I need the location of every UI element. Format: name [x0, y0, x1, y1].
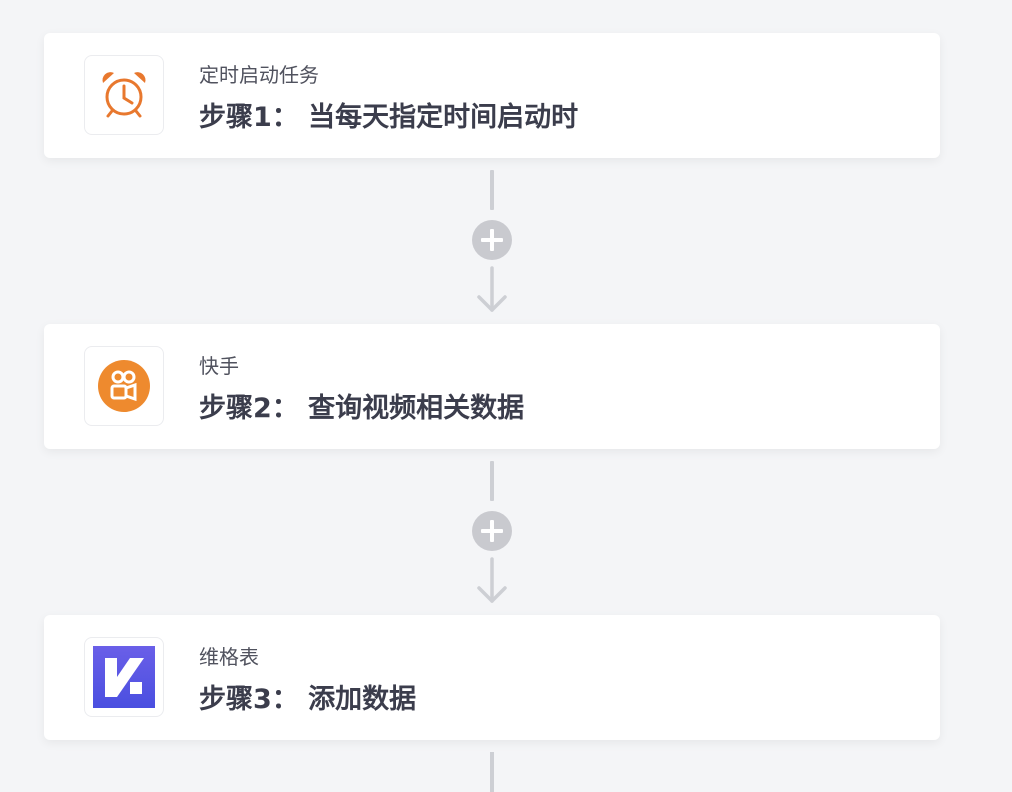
step-1-title: 步骤1： 当每天指定时间启动时 — [199, 102, 579, 133]
connector-line — [490, 461, 494, 501]
vika-logo-icon — [93, 646, 155, 708]
step-3-app-icon-box — [84, 637, 164, 717]
connector-1 — [472, 170, 512, 315]
step-2-app-icon-box — [84, 346, 164, 426]
connector-2 — [472, 461, 512, 606]
step-2-app-name: 快手 — [199, 354, 239, 378]
step-card-3[interactable]: 维格表 步骤3： 添加数据 — [44, 615, 940, 740]
kuaishou-logo-icon — [98, 360, 150, 412]
add-step-button-2[interactable] — [472, 511, 512, 551]
step-card-1[interactable]: 定时启动任务 步骤1： 当每天指定时间启动时 — [44, 33, 940, 158]
arrow-down-icon — [477, 266, 507, 312]
step-card-2[interactable]: 快手 步骤2： 查询视频相关数据 — [44, 324, 940, 449]
step-1-app-icon-box — [84, 55, 164, 135]
connector-line — [490, 170, 494, 210]
step-1-app-name: 定时启动任务 — [199, 63, 319, 87]
add-step-button-1[interactable] — [472, 220, 512, 260]
arrow-down-icon — [477, 557, 507, 603]
step-2-title: 步骤2： 查询视频相关数据 — [199, 393, 525, 424]
step-3-app-name: 维格表 — [199, 645, 259, 669]
step-3-title: 步骤3： 添加数据 — [199, 684, 417, 715]
alarm-clock-icon — [102, 72, 146, 118]
connector-line-tail — [490, 752, 494, 792]
